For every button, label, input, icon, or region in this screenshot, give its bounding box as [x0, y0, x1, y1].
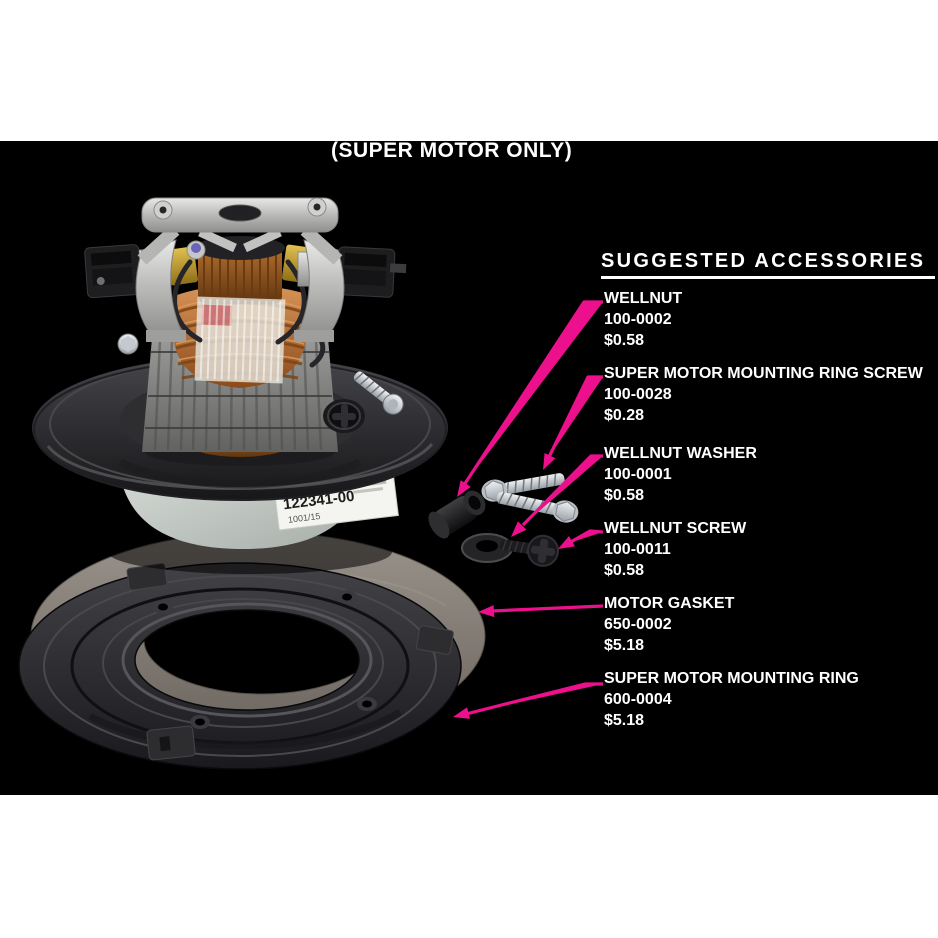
accessory-price: $5.18 — [604, 712, 645, 729]
wellnut — [428, 490, 486, 539]
wellnut-screw — [500, 534, 560, 567]
accessory-item-mounting-ring-screw: SUPER MOTOR MOUNTING RING SCREW 100-0028… — [604, 363, 923, 426]
accessory-item-wellnut-washer: WELLNUT WASHER 100-0001 $0.58 — [604, 443, 757, 506]
callout-line-ring-screw — [547, 375, 603, 458]
callout-arrowhead-washer — [511, 521, 527, 537]
page-title: (SUPER MOTOR ONLY) — [331, 139, 573, 162]
motor-shadow — [108, 530, 392, 574]
callout-line-mounting-ring — [465, 682, 603, 716]
tape-band — [194, 296, 286, 384]
suggested-accessories-heading: SUGGESTED ACCESSORIES — [601, 250, 935, 279]
accessory-part: 100-0028 — [604, 386, 672, 403]
purple-paint-dot — [191, 243, 201, 253]
callout-arrowhead-gasket — [478, 605, 495, 618]
accessory-name: SUPER MOTOR MOUNTING RING — [604, 670, 859, 687]
accessory-price: $0.58 — [604, 562, 645, 579]
aluminum-bracket — [135, 197, 345, 342]
super-motor: 122341-00 1001/15 — [32, 197, 448, 549]
motor-label-date: 1001/15 — [287, 511, 321, 525]
callout-line-wellnut-screw — [568, 529, 604, 545]
callout-arrowhead-wellnut — [457, 480, 471, 497]
wellnut-washer — [461, 533, 513, 563]
accessory-part: 100-0011 — [604, 541, 671, 558]
terminal-block-left — [84, 244, 142, 299]
commutator — [195, 236, 285, 304]
terminal-block-right — [336, 246, 407, 298]
accessory-part: 100-0002 — [604, 311, 672, 328]
plate-clamp-screw-black — [323, 399, 365, 433]
accessory-price: $0.58 — [604, 332, 645, 349]
accessory-item-wellnut: WELLNUT 100-0002 $0.58 — [604, 288, 682, 351]
mounting-ring-screws — [481, 473, 579, 523]
callout-line-washer — [521, 454, 603, 527]
accessory-name: MOTOR GASKET — [604, 595, 735, 612]
plate-hex-bolt-left — [117, 333, 139, 355]
callout-arrowhead-wellnut-screw — [558, 536, 575, 549]
callout-arrowhead-mounting-ring — [453, 707, 470, 719]
accessory-price: $5.18 — [604, 637, 645, 654]
accessory-name: WELLNUT WASHER — [604, 445, 757, 462]
plate-screw-silver — [353, 371, 404, 415]
callout-line-gasket — [491, 604, 604, 613]
accessory-part: 100-0001 — [604, 466, 672, 483]
accessory-name: WELLNUT — [604, 290, 683, 307]
accessory-part: 650-0002 — [604, 616, 672, 633]
accessory-price: $0.58 — [604, 487, 645, 504]
ring-tabs — [126, 563, 454, 761]
callout-arrows — [453, 300, 604, 719]
accessory-item-mounting-ring: SUPER MOTOR MOUNTING RING 600-0004 $5.18 — [604, 668, 859, 731]
accessory-item-motor-gasket: MOTOR GASKET 650-0002 $5.18 — [604, 593, 734, 656]
callout-line-wellnut — [462, 300, 603, 486]
accessory-part: 600-0004 — [604, 691, 672, 708]
super-motor-mounting-ring — [18, 562, 462, 770]
callout-arrowhead-ring-screw — [543, 453, 556, 470]
accessory-price: $0.28 — [604, 407, 645, 424]
ring-screw-holes — [153, 590, 377, 729]
accessory-item-wellnut-screw: WELLNUT SCREW 100-0011 $0.58 — [604, 518, 746, 581]
accessory-name: WELLNUT SCREW — [604, 520, 747, 537]
accessory-name: SUPER MOTOR MOUNTING RING SCREW — [604, 365, 923, 382]
